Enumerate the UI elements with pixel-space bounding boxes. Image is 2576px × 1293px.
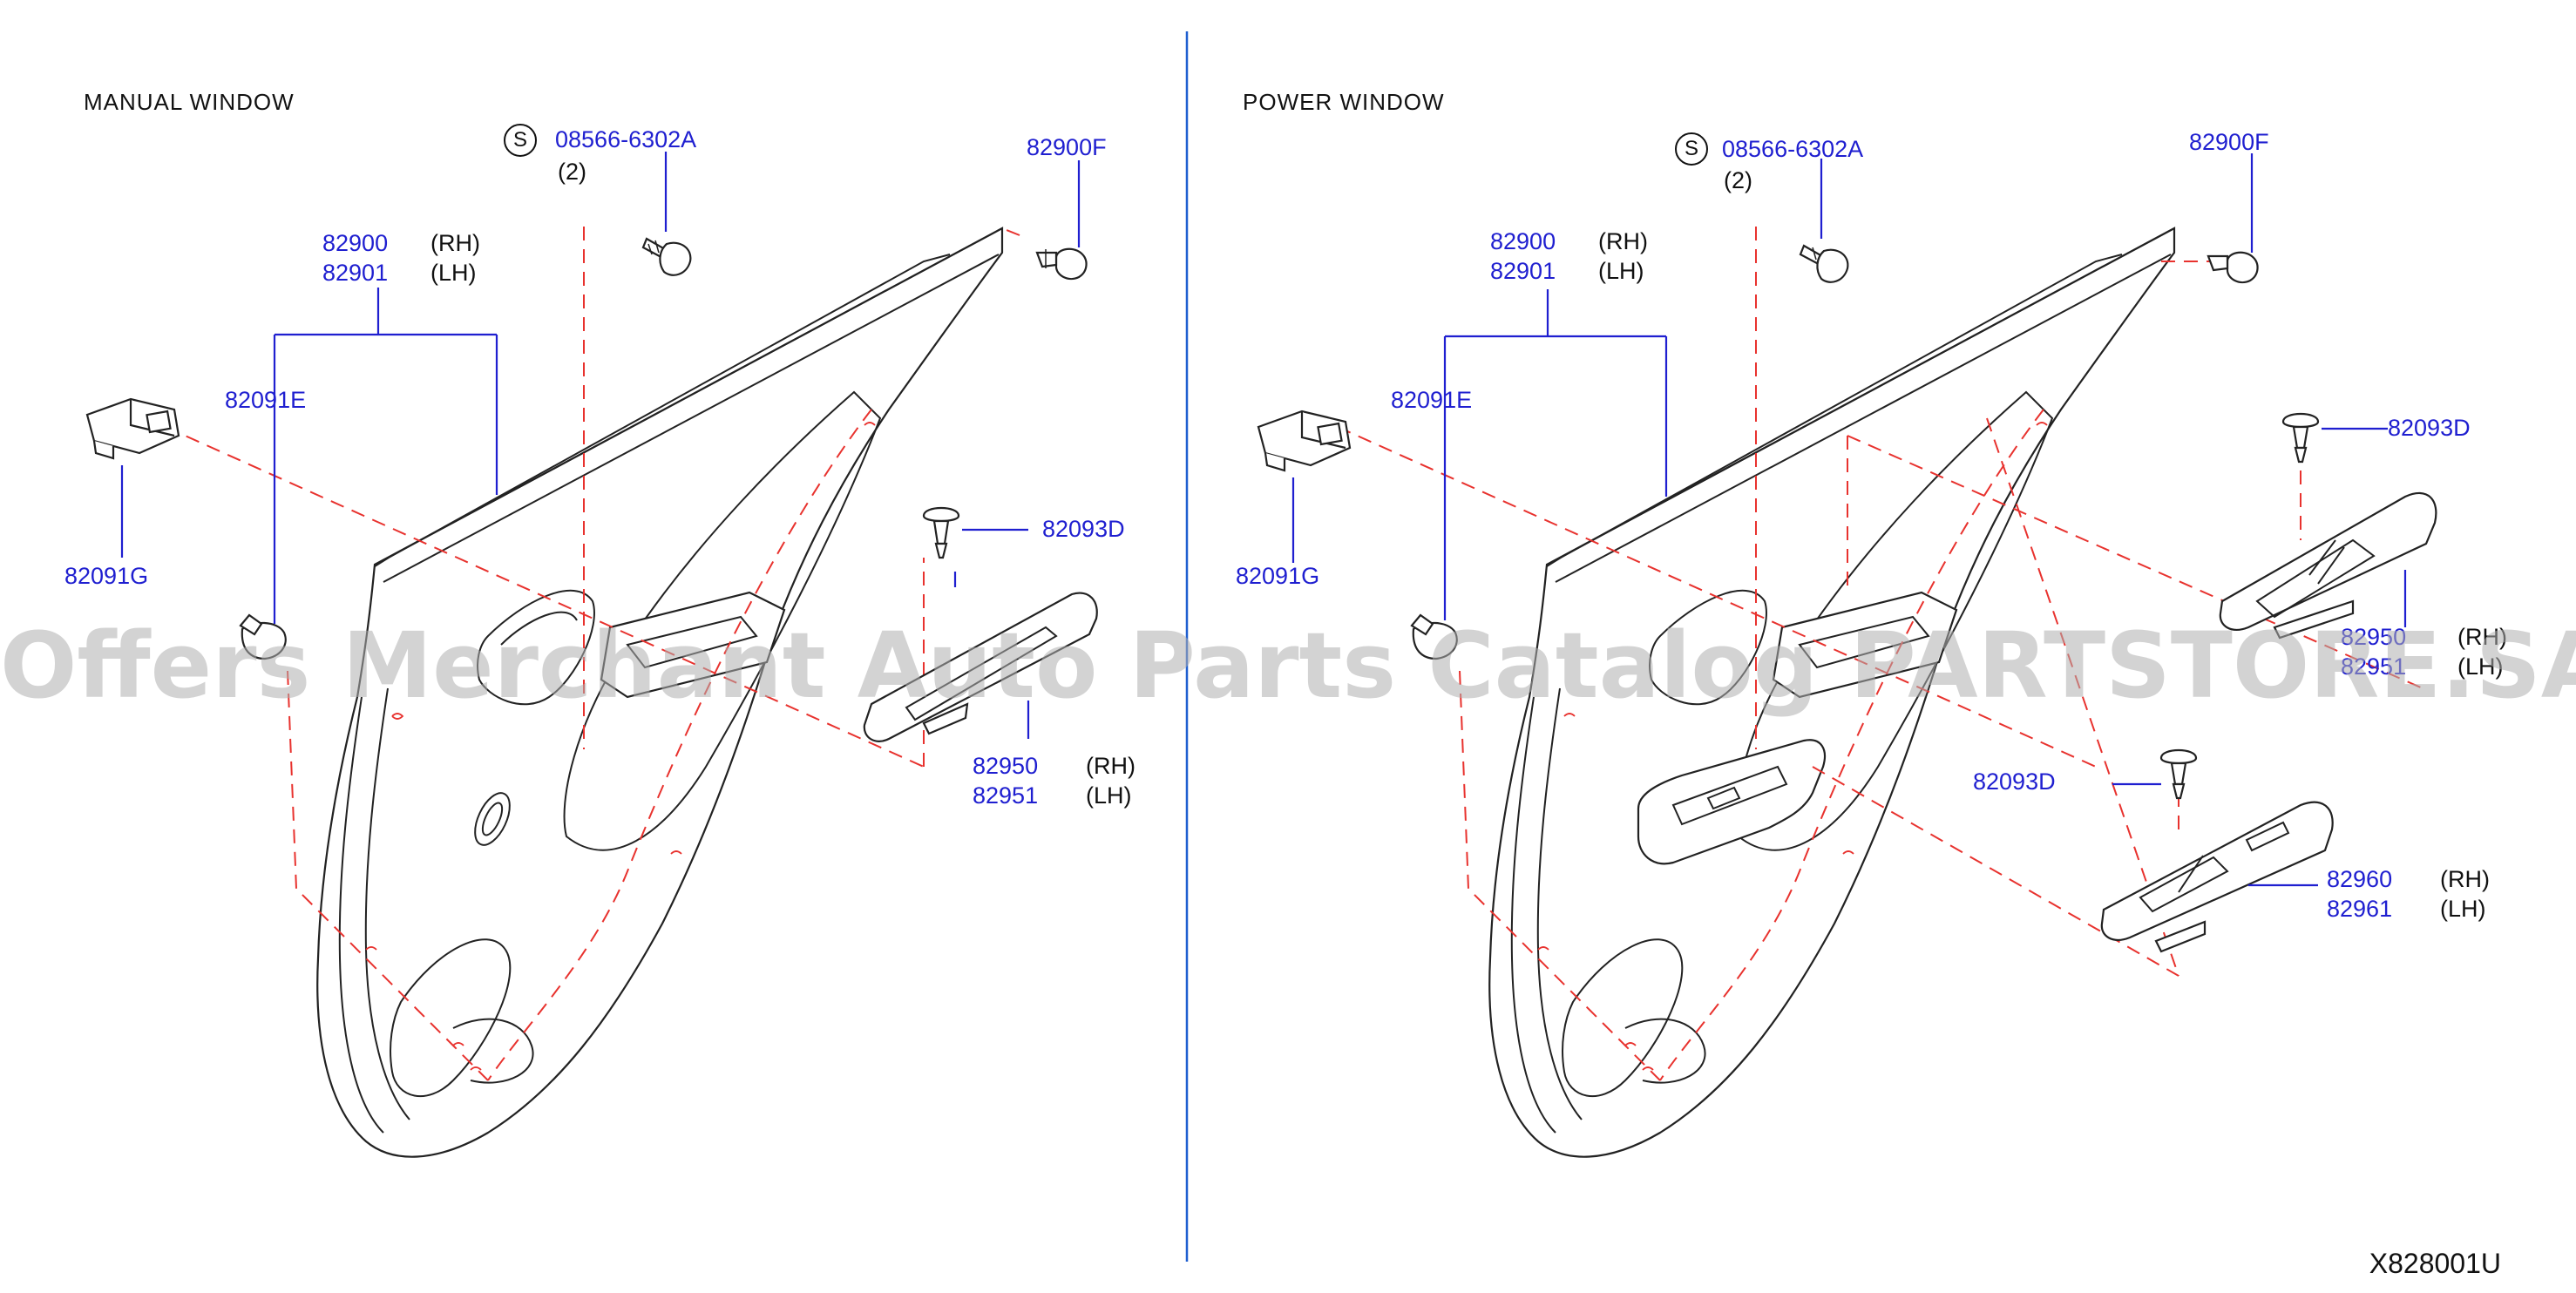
manual-clip-82091g-label[interactable]: 82091G [64, 563, 149, 589]
manual-window-title: MANUAL WINDOW [84, 89, 295, 115]
manual-clip-82900f-icon [1035, 247, 1088, 281]
manual-screw-symbol: S [504, 124, 537, 157]
manual-handle-rh-suffix: (RH) [1086, 753, 1135, 779]
power-clip-82091e-icon [1410, 613, 1458, 660]
power-screw-symbol: S [1675, 132, 1708, 166]
manual-screw-icon [641, 237, 692, 276]
manual-trim-rh-suffix: (RH) [430, 230, 480, 256]
power-screw-82093d-lower-label[interactable]: 82093D [1973, 768, 2056, 795]
power-parts [1257, 153, 2437, 953]
manual-trim-rh-label[interactable]: 82900 [322, 230, 389, 256]
power-trim-rh-label[interactable]: 82900 [1490, 228, 1556, 254]
power-clip-82900f-icon [2207, 251, 2259, 284]
manual-clip-82091g-icon [85, 397, 180, 460]
power-finisher-rh-label[interactable]: 82950 [2341, 624, 2407, 650]
manual-handle-lh-suffix: (LH) [1086, 782, 1132, 809]
manual-clip-82900f-label[interactable]: 82900F [1027, 134, 1107, 160]
manual-clip-82091e-icon [239, 613, 287, 660]
power-switch-rh-label[interactable]: 82960 [2327, 866, 2393, 892]
manual-handle-rh-label[interactable]: 82950 [973, 753, 1039, 779]
power-finisher-lh-label[interactable]: 82951 [2341, 653, 2407, 680]
power-screw-82093d-lower-icon [2159, 748, 2198, 800]
power-door-trim-panel [1337, 227, 2423, 1158]
power-finisher-82950-icon [2219, 491, 2437, 640]
power-clip-82091g-icon [1257, 410, 1352, 472]
power-screw-82093d-upper-icon [2281, 412, 2320, 464]
manual-handle-lh-label[interactable]: 82951 [973, 782, 1039, 809]
manual-screw-part-label[interactable]: 08566-6302A [555, 126, 697, 152]
manual-trim-lh-label[interactable]: 82901 [322, 260, 389, 286]
manual-trim-lh-suffix: (LH) [430, 260, 477, 286]
watermark-text: Offers Merchant Auto Parts Catalog PARTS… [0, 613, 2576, 719]
power-switch-lh-label[interactable]: 82961 [2327, 896, 2393, 922]
power-trim-lh-label[interactable]: 82901 [1490, 258, 1556, 284]
power-screw-icon [1799, 244, 1849, 283]
power-clip-82091g-label[interactable]: 82091G [1236, 563, 1320, 589]
diagram-code: X828001U [2369, 1248, 2501, 1279]
manual-screw-82093d-label[interactable]: 82093D [1042, 516, 1125, 542]
power-finisher-lh-suffix: (LH) [2457, 653, 2504, 680]
power-screw-82093d-upper-label[interactable]: 82093D [2388, 415, 2471, 441]
power-screw-qty: (2) [1724, 167, 1752, 193]
power-switch-lh-suffix: (LH) [2440, 896, 2486, 922]
manual-screw-82093d-icon [922, 506, 960, 559]
power-trim-lh-suffix: (LH) [1598, 258, 1644, 284]
power-window-title: POWER WINDOW [1243, 89, 1445, 115]
manual-clip-82091e-label[interactable]: 82091E [225, 387, 307, 413]
manual-parts [85, 152, 1098, 742]
power-clip-82900f-label[interactable]: 82900F [2189, 129, 2269, 155]
manual-handle-82950-icon [863, 592, 1098, 742]
power-finisher-rh-suffix: (RH) [2457, 624, 2507, 650]
manual-door-trim-panel [165, 227, 1020, 1158]
power-clip-82091e-label[interactable]: 82091E [1391, 387, 1473, 413]
power-screw-part-label[interactable]: 08566-6302A [1722, 136, 1864, 162]
manual-screw-qty: (2) [558, 159, 586, 185]
power-trim-rh-suffix: (RH) [1598, 228, 1648, 254]
power-switch-82960-icon [2100, 801, 2334, 953]
power-switch-rh-suffix: (RH) [2440, 866, 2490, 892]
